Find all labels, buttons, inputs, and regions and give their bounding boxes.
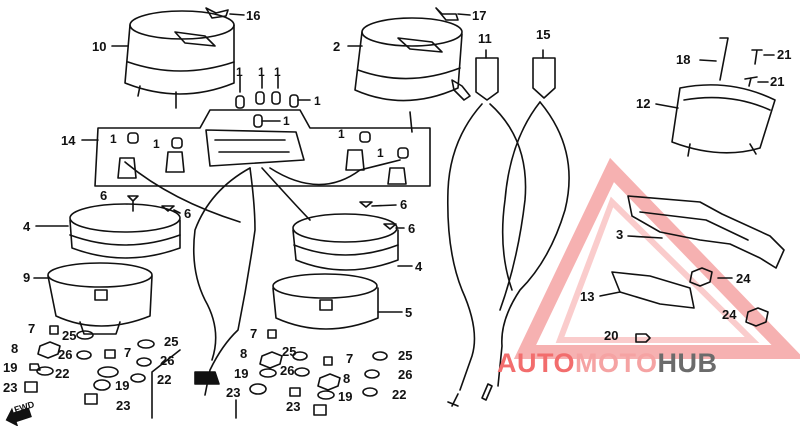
callout-6-d: 6 xyxy=(408,221,416,236)
callout-23-c: 23 xyxy=(226,385,241,400)
callout-25-c: 25 xyxy=(282,344,297,359)
callout-1-c: 1 xyxy=(274,65,281,79)
part-18-bolt xyxy=(719,37,729,81)
callout-17: 17 xyxy=(472,8,487,23)
callout-12: 12 xyxy=(636,96,651,111)
callout-1-d: 1 xyxy=(314,94,321,108)
callout-19-c: 19 xyxy=(234,366,249,381)
callout-26-c: 26 xyxy=(280,363,295,378)
callout-8-a: 8 xyxy=(11,341,19,356)
callout-16: 16 xyxy=(246,8,261,23)
callout-1-a: 1 xyxy=(236,65,243,79)
callout-2: 2 xyxy=(333,39,341,54)
wire-harness xyxy=(124,159,401,396)
callout-23-a: 23 xyxy=(3,380,18,395)
mounting-hardware-right xyxy=(313,351,388,416)
callout-21-a: 21 xyxy=(777,47,792,62)
callout-22-a: 22 xyxy=(55,366,70,381)
callout-8-c: 8 xyxy=(343,371,351,386)
callout-15: 15 xyxy=(536,27,551,42)
callout-24-a: 24 xyxy=(736,271,751,286)
watermark-part-2: MOTO xyxy=(575,348,658,378)
callout-25-d: 25 xyxy=(398,348,413,363)
watermark-triangle xyxy=(513,157,800,359)
watermark-part-1: AUTO xyxy=(497,348,576,378)
mounting-hardware-left xyxy=(24,325,155,405)
part-15-tachometer-cable xyxy=(481,49,570,401)
part-20-bolt xyxy=(635,333,651,343)
callout-7-d: 7 xyxy=(346,351,354,366)
callout-5: 5 xyxy=(405,305,413,320)
callout-9: 9 xyxy=(23,270,31,285)
callout-10: 10 xyxy=(92,39,107,54)
callout-22-b: 22 xyxy=(157,372,172,387)
callout-19-d: 19 xyxy=(338,389,353,404)
part-1-bulbs xyxy=(117,91,409,185)
mounting-hardware-middle xyxy=(249,329,310,397)
part-2-meter-case xyxy=(354,17,471,133)
part-12-indicator-housing xyxy=(671,84,776,157)
part-6-screw-a xyxy=(127,195,139,212)
callout-24-b: 24 xyxy=(722,307,737,322)
part-10-meter-case xyxy=(124,10,235,109)
callout-23-d: 23 xyxy=(286,399,301,414)
callout-1-h: 1 xyxy=(338,127,345,141)
part-4-meter-cup-left xyxy=(69,203,181,259)
callout-7-c: 7 xyxy=(250,326,258,341)
callout-19-a: 19 xyxy=(3,360,18,375)
callout-6-a: 6 xyxy=(100,188,108,203)
callout-1-i: 1 xyxy=(377,146,384,160)
part-24-nut-a xyxy=(689,267,713,287)
callout-8-b: 8 xyxy=(240,346,248,361)
callout-6-b: 6 xyxy=(184,206,192,221)
callout-21-b: 21 xyxy=(770,74,785,89)
callout-13: 13 xyxy=(580,289,595,304)
part-16-clip xyxy=(205,7,229,19)
part-6-screw-d xyxy=(383,223,397,230)
part-11-speedometer-cable xyxy=(446,49,527,407)
callout-6-c: 6 xyxy=(400,197,408,212)
part-13-stay xyxy=(611,271,695,309)
callout-1-e: 1 xyxy=(283,114,290,128)
callout-25-a: 25 xyxy=(62,328,77,343)
callout-4-a: 4 xyxy=(23,219,31,234)
callout-19-b: 19 xyxy=(115,378,130,393)
callout-26-d: 26 xyxy=(398,367,413,382)
part-21-screw-a xyxy=(751,49,763,65)
callout-26-a: 26 xyxy=(58,347,73,362)
part-6-screw-b xyxy=(161,205,175,212)
callout-26-b: 26 xyxy=(160,353,175,368)
callout-18: 18 xyxy=(676,52,691,67)
fwd-arrow-icon xyxy=(5,407,32,426)
callout-23-b: 23 xyxy=(116,398,131,413)
callout-4-b: 4 xyxy=(415,259,423,274)
watermark-logo: AUTOMOTOHUB xyxy=(497,348,718,378)
callout-22-c: 22 xyxy=(392,387,407,402)
callout-25-b: 25 xyxy=(164,334,179,349)
part-9-lens-ring xyxy=(47,262,153,335)
part-21-screw-b xyxy=(744,76,758,87)
part-6-screw-c xyxy=(359,201,373,208)
callout-1-g: 1 xyxy=(153,137,160,151)
part-5-lens-ring xyxy=(272,273,379,330)
callout-14: 14 xyxy=(61,133,76,148)
part-24-nut-b xyxy=(745,307,769,327)
callout-20: 20 xyxy=(604,328,619,343)
watermark-part-3: HUB xyxy=(657,348,718,378)
callout-11: 11 xyxy=(478,31,492,46)
callout-7-a: 7 xyxy=(28,321,36,336)
part-17-clip xyxy=(435,7,459,21)
part-4-meter-cup-right xyxy=(292,213,399,271)
callout-7-b: 7 xyxy=(124,345,132,360)
part-3-meter-bracket xyxy=(627,195,785,269)
part-14-socket-group-frame xyxy=(94,109,431,187)
callout-3: 3 xyxy=(616,227,624,242)
callout-1-f: 1 xyxy=(110,132,117,146)
callout-1-b: 1 xyxy=(258,65,265,79)
